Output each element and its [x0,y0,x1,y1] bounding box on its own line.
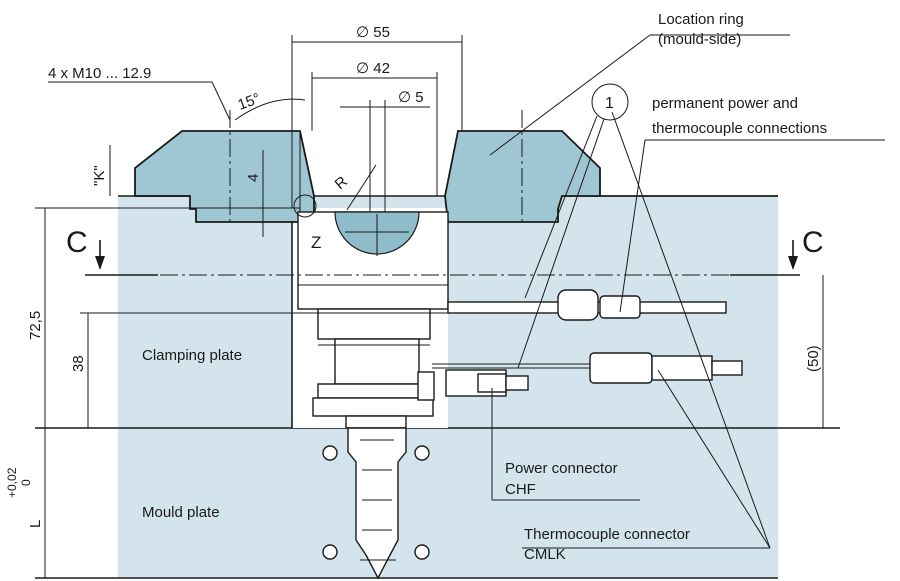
cmlk-connector [589,352,653,384]
nozzle-tip [347,427,407,580]
dim-d5: ∅ 5 [398,89,424,106]
label-thermo-connector-1: Thermocouple connector [524,526,690,543]
section-c-left: C [66,226,88,259]
label-power-connector-1: Power connector [505,460,618,477]
power-cable-connector [557,289,599,321]
dim-72-5: 72,5 [27,311,44,340]
detail-z-circle [293,194,317,218]
dim-angle: 15° [236,90,263,114]
tol-zero: 0 [19,479,33,486]
label-power-connector-2: CHF [505,481,536,498]
balloon-1 [591,83,629,121]
label-mould-plate: Mould plate [142,504,220,521]
dim-k: "K" [91,165,108,186]
label-permanent-2: thermocouple connections [652,120,827,137]
label-permanent-1: permanent power and [652,95,798,112]
balloon-1-label: 1 [605,95,614,112]
dim-38: 38 [70,355,87,372]
detail-z-label: Z [311,233,321,252]
label-clamping-plate: Clamping plate [142,347,242,364]
dim-r: R [332,173,351,193]
mould-plate [118,428,778,578]
label-location-ring-1: Location ring [658,11,744,28]
label-thermo-connector-2: CMLK [524,546,566,563]
section-c-right: C [802,226,824,259]
dim-4: 4 [245,174,262,182]
dim-50: (50) [805,345,822,372]
label-location-ring-2: (mould-side) [658,31,741,48]
tol-plus: +0,02 [5,467,19,498]
dim-d42: ∅ 42 [356,60,390,77]
dim-l: L [27,520,44,528]
dim-d55: ∅ 55 [356,24,390,41]
dim-thread: 4 x M10 ... 12.9 [48,65,151,82]
